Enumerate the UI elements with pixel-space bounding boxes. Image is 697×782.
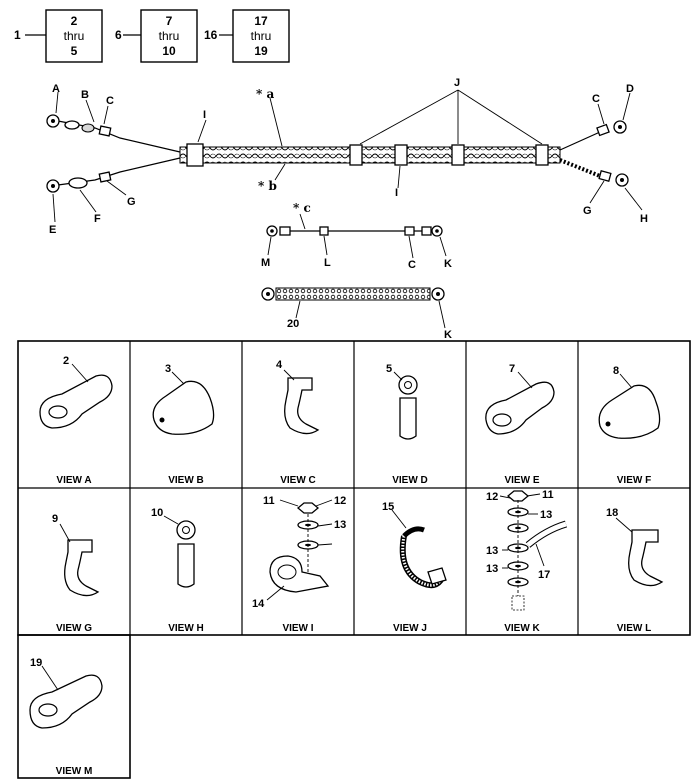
callout-b: B [81, 89, 89, 101]
view-k: 12 11 13 13 13 17 VIEW K [486, 489, 568, 634]
index-box-2: 6 7 thru 10 [115, 9, 198, 63]
item-number: 12 [486, 491, 498, 503]
callout-j: J [454, 77, 460, 89]
clamp-i-2 [394, 144, 408, 166]
range-start: 17 [254, 14, 268, 28]
callout-g-2: G [583, 205, 592, 217]
item-number: 10 [151, 507, 163, 519]
item-number: 7 [509, 363, 515, 375]
callout-h: H [640, 213, 648, 225]
index-box-3: 16 17 thru 19 [204, 9, 290, 63]
main-harness: A B C I * a * b E F G J I C D G H [46, 77, 648, 236]
view-title: VIEW L [617, 623, 651, 634]
view-e: 7 VIEW E [485, 363, 555, 486]
callout-c-3: C [408, 259, 416, 271]
ref-number: 16 [204, 28, 218, 42]
range-end: 5 [71, 44, 78, 58]
callout-d: D [626, 83, 634, 95]
view-b: 3 VIEW B [152, 363, 215, 486]
item-number: 15 [382, 501, 394, 513]
item-number: 13 [486, 545, 498, 557]
range-end: 10 [162, 44, 176, 58]
view-f: 8 VIEW F [598, 365, 661, 486]
range-start: 7 [166, 14, 173, 28]
item-number: 13 [334, 519, 346, 531]
item-number: 2 [63, 355, 69, 367]
callout-c-2: C [592, 93, 600, 105]
view-d: 5 VIEW D [386, 363, 428, 486]
index-box-1: 1 2 thru 5 [14, 9, 103, 63]
view-i: 11 12 13 14 VIEW I [252, 495, 346, 634]
view-m: 19 VIEW M [29, 657, 103, 777]
item-number: 14 [252, 598, 265, 610]
tie-j [451, 144, 465, 166]
callout-g: G [127, 196, 136, 208]
item-20: 20 [287, 318, 299, 330]
view-title: VIEW K [504, 623, 540, 634]
view-title: VIEW H [168, 623, 204, 634]
short-lead: * c M L C K [261, 201, 452, 271]
view-title: VIEW A [56, 475, 91, 486]
range-thru: thru [159, 29, 180, 43]
item-number: 13 [540, 509, 552, 521]
tie-j [349, 144, 363, 166]
item-number: 11 [263, 495, 275, 507]
view-title: VIEW G [56, 623, 92, 634]
range-start: 2 [71, 14, 78, 28]
range-end: 19 [254, 44, 268, 58]
view-title: VIEW C [280, 475, 316, 486]
ref-number: 6 [115, 28, 122, 42]
callout-f: F [94, 213, 101, 225]
item-number: 4 [276, 359, 283, 371]
view-c: 4 VIEW C [276, 359, 320, 486]
item-number: 8 [613, 365, 619, 377]
callout-star-a: * a [256, 87, 274, 101]
view-g: 9 VIEW G [52, 513, 100, 634]
view-a: 2 VIEW A [39, 355, 113, 486]
view-title: VIEW I [282, 623, 313, 634]
item-number: 17 [538, 569, 550, 581]
view-title: VIEW J [393, 623, 427, 634]
callout-star-b: * b [258, 179, 277, 193]
clamp-i [186, 143, 204, 167]
view-h: 10 VIEW H [151, 507, 204, 634]
callout-k-2: K [444, 329, 452, 341]
item-number: 5 [386, 363, 392, 375]
callout-a: A [52, 83, 60, 95]
view-title: VIEW B [168, 475, 204, 486]
ground-strap: 20 K [261, 287, 452, 341]
callout-i: I [203, 109, 206, 121]
callout-l: L [324, 257, 331, 269]
range-thru: thru [64, 29, 85, 43]
view-title: VIEW D [392, 475, 428, 486]
view-title: VIEW M [56, 766, 93, 777]
item-number: 3 [165, 363, 171, 375]
item-number: 9 [52, 513, 58, 525]
item-number: 11 [542, 489, 554, 501]
item-number: 19 [30, 657, 42, 669]
ref-number: 1 [14, 28, 21, 42]
callout-m: M [261, 257, 270, 269]
callout-c: C [106, 95, 114, 107]
callout-i-2: I [395, 187, 398, 199]
callout-e: E [49, 224, 56, 236]
view-l: 18 VIEW L [606, 507, 664, 634]
callout-k: K [444, 258, 452, 270]
item-number: 12 [334, 495, 346, 507]
view-title: VIEW F [617, 475, 651, 486]
view-j: 15 VIEW J [382, 501, 447, 634]
item-number: 13 [486, 563, 498, 575]
view-title: VIEW E [504, 475, 539, 486]
item-number: 18 [606, 507, 618, 519]
view-grid [17, 340, 691, 779]
range-thru: thru [251, 29, 272, 43]
callout-star-c: * c [293, 201, 311, 215]
tie-j [535, 144, 549, 166]
